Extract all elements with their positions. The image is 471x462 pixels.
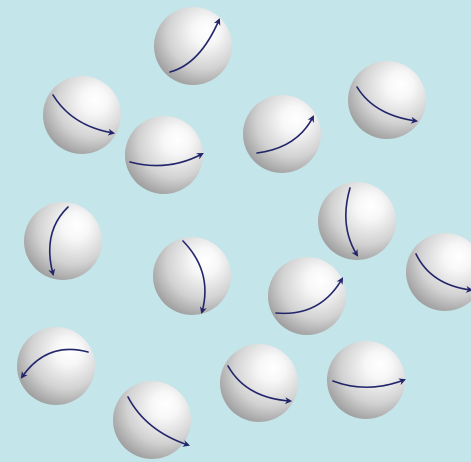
sphere-body [153, 237, 231, 315]
sphere-body [17, 327, 95, 405]
sphere-body [327, 341, 405, 419]
sphere-body [220, 344, 298, 422]
sphere-body [268, 257, 346, 335]
sphere-body [318, 182, 396, 260]
sphere-body [125, 116, 203, 194]
sphere-5 [348, 61, 426, 139]
sphere-2 [43, 76, 121, 154]
sphere-4 [243, 95, 321, 173]
sphere-14 [113, 381, 191, 459]
sphere-13 [327, 341, 405, 419]
sphere-body [348, 61, 426, 139]
sphere-9 [268, 257, 346, 335]
sphere-11 [17, 327, 95, 405]
sphere-7 [318, 182, 396, 260]
sphere-body [113, 381, 191, 459]
sphere-6 [24, 202, 102, 280]
sphere-body [43, 76, 121, 154]
sphere-body [24, 202, 102, 280]
sphere-8 [153, 237, 231, 315]
sphere-body [243, 95, 321, 173]
sphere-1 [154, 7, 232, 85]
sphere-3 [125, 116, 203, 194]
sphere-12 [220, 344, 298, 422]
sphere-body [154, 7, 232, 85]
